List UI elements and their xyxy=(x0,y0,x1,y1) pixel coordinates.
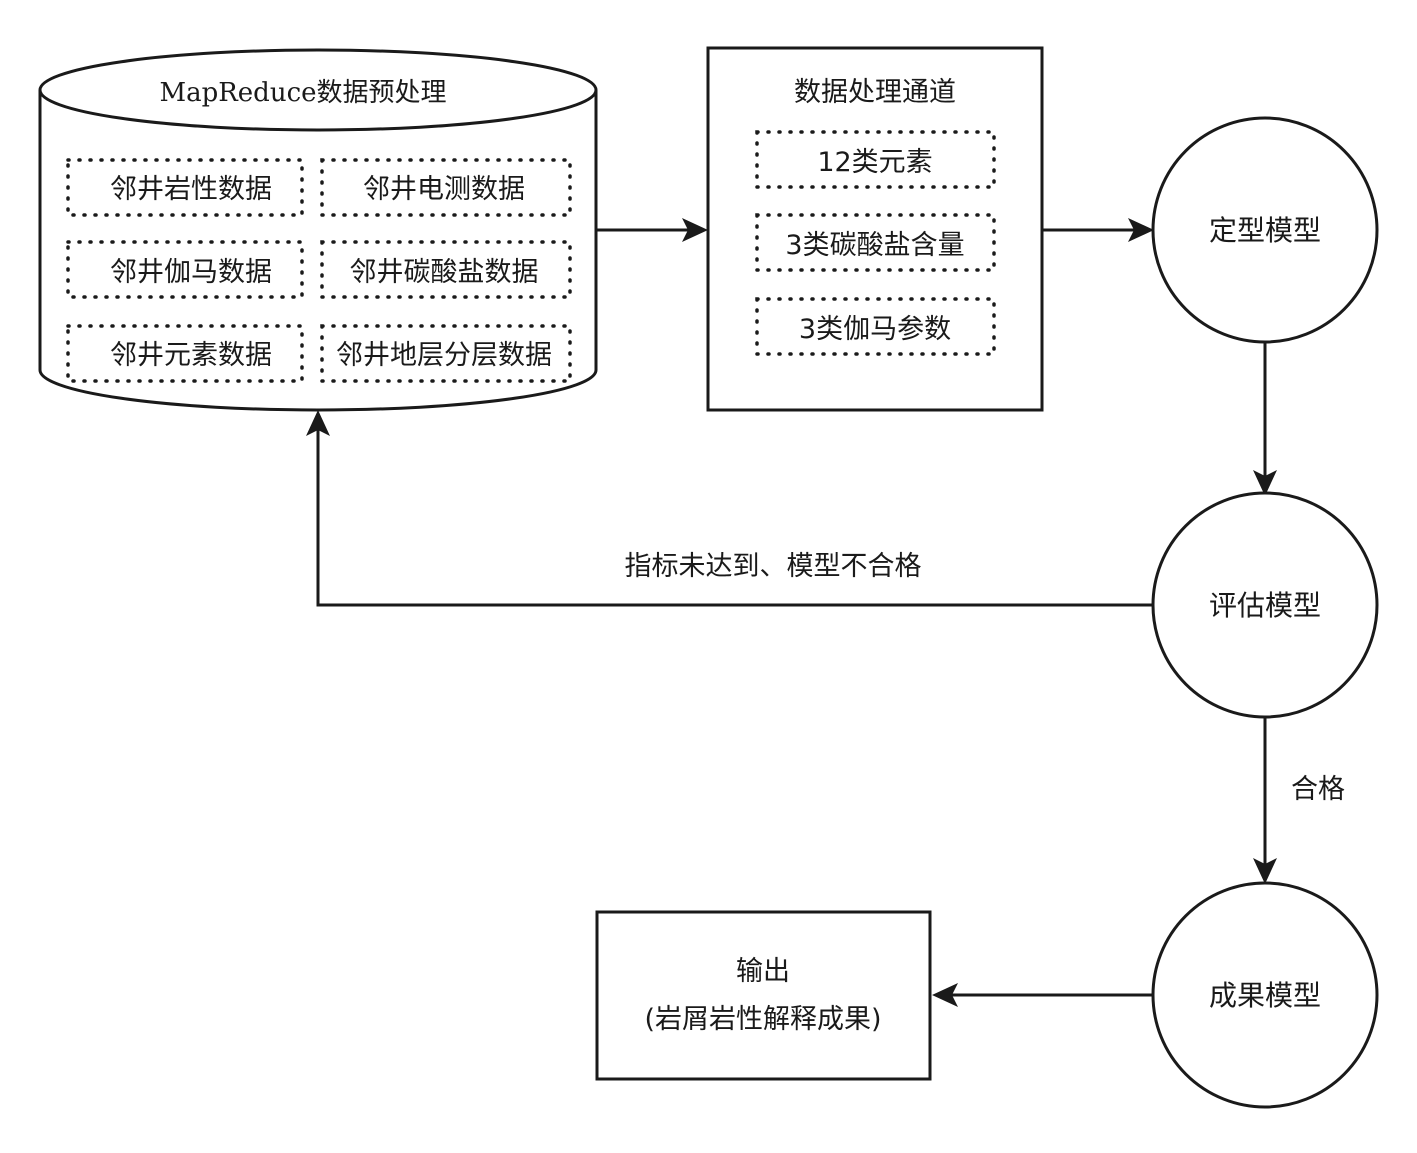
processing-item-box xyxy=(755,297,996,356)
arrow-head xyxy=(932,983,958,1007)
data-item-label: 邻井电测数据 xyxy=(363,174,525,205)
arrow-head xyxy=(1253,470,1277,496)
data-item-label: 邻井岩性数据 xyxy=(110,174,272,205)
processing-title: 数据处理通道 xyxy=(794,77,956,108)
feedback-label: 指标未达到、模型不合格 xyxy=(625,551,922,582)
feedback-line xyxy=(316,430,1153,607)
data-item-box xyxy=(66,324,304,383)
arrow-head xyxy=(682,218,708,242)
output-box xyxy=(595,910,932,1081)
arrow-head xyxy=(1253,858,1277,884)
cylinder-top xyxy=(38,48,598,132)
database-title: MapReduce数据预处理 xyxy=(159,78,446,108)
arrow-head xyxy=(306,410,330,436)
data-item-box xyxy=(320,324,572,383)
define-model-label: 定型模型 xyxy=(1209,214,1321,247)
evaluate-model-label: 评估模型 xyxy=(1209,589,1321,622)
result-model-label: 成果模型 xyxy=(1209,979,1321,1012)
data-item-box xyxy=(320,240,572,299)
arrow-head xyxy=(1128,218,1154,242)
processing-item-label: 12类元素 xyxy=(817,147,932,178)
processing-item-label: 3类碳酸盐含量 xyxy=(785,230,964,261)
data-item-label: 邻井地层分层数据 xyxy=(336,340,552,371)
processing-item-label: 3类伽马参数 xyxy=(799,314,951,345)
pass-label: 合格 xyxy=(1291,774,1345,805)
output-title: 输出 xyxy=(736,956,790,987)
data-item-box xyxy=(320,158,572,217)
processing-item-box xyxy=(755,213,996,272)
data-item-label: 邻井碳酸盐数据 xyxy=(350,257,539,288)
processing-item-box xyxy=(755,130,996,189)
output-subtitle: (岩屑岩性解释成果) xyxy=(644,1004,881,1035)
data-item-label: 邻井伽马数据 xyxy=(110,257,272,288)
data-item-box xyxy=(66,240,304,299)
database-cylinder: MapReduce数据预处理 邻井岩性数据 邻井电测数据 邻井伽马数据 邻井碳酸… xyxy=(38,48,598,412)
cylinder-body xyxy=(38,90,598,412)
processing-frame xyxy=(706,46,1044,412)
data-item-box xyxy=(66,158,304,217)
data-item-label: 邻井元素数据 xyxy=(110,340,272,371)
processing-box: 数据处理通道 12类元素 3类碳酸盐含量 3类伽马参数 xyxy=(706,46,1044,412)
